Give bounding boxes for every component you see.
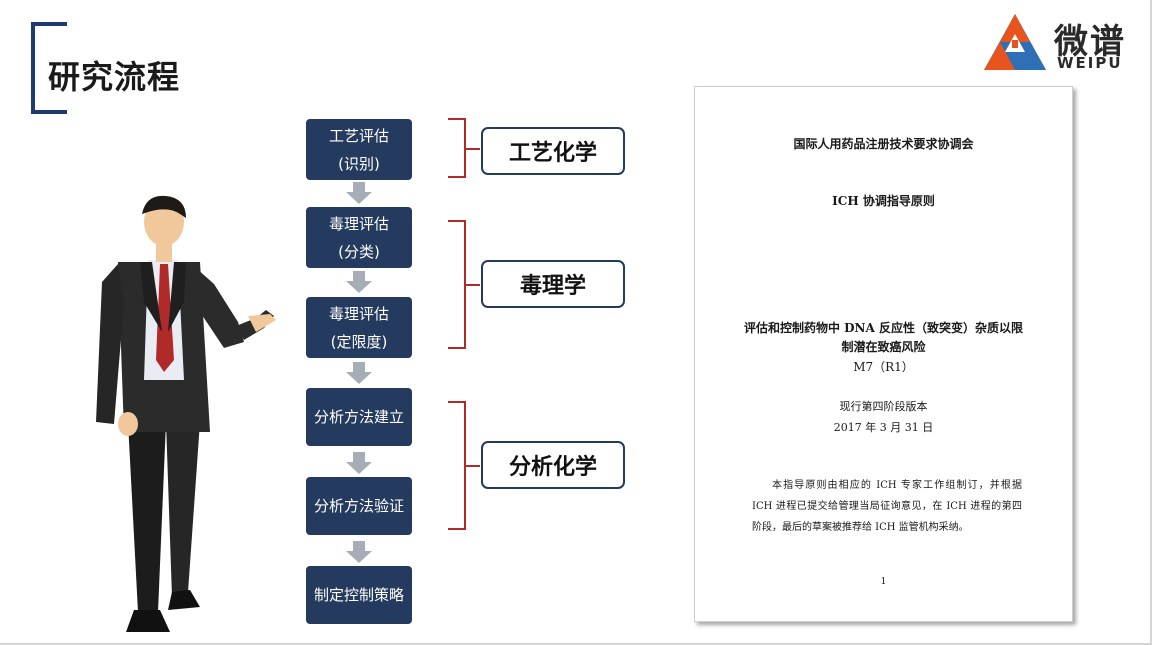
doc-code: M7（R1） <box>853 360 914 374</box>
doc-body: 本指导原则由相应的 ICH 专家工作组制订，并根据 ICH 进程已提交给管理当局… <box>752 480 1022 533</box>
logo-name: 微谱 <box>1054 22 1126 62</box>
doc-guideline: ICH 协调指导原则 <box>832 194 935 208</box>
step-sublabel: (识别) <box>338 154 380 173</box>
down-arrow-icon <box>346 362 372 384</box>
step-sublabel: (分类) <box>338 242 380 261</box>
logo-sub: WEIPU <box>1057 54 1123 72</box>
doc-version: 现行第四阶段版本 <box>839 400 928 413</box>
page-title: 研究流程 <box>48 58 181 96</box>
category-toxicology: 毒理学 <box>481 260 625 308</box>
businessman-illustration <box>96 195 276 632</box>
step-label: 毒理评估 <box>328 214 389 233</box>
category-process-chemistry: 工艺化学 <box>481 127 625 175</box>
step-control-strategy: 制定控制策略 <box>306 566 412 624</box>
step-label: 制定控制策略 <box>313 586 404 604</box>
bracket-tip <box>466 148 480 150</box>
down-arrow-icon <box>346 452 372 474</box>
step-sublabel: (定限度) <box>330 332 388 351</box>
step-method-development: 分析方法建立 <box>306 388 412 446</box>
step-label: 分析方法建立 <box>313 408 404 426</box>
ich-document-page: 国际人用药品注册技术要求协调会 ICH 协调指导原则 评估和控制药物中 DNA … <box>694 86 1073 622</box>
step-label: 分析方法验证 <box>313 497 404 515</box>
step-label: 工艺评估 <box>328 126 389 145</box>
bracket-tip <box>466 284 480 286</box>
step-label: 毒理评估 <box>328 304 389 323</box>
down-arrow-icon <box>346 541 372 563</box>
step-tox-limit: 毒理评估 (定限度) <box>306 297 412 358</box>
step-method-validation: 分析方法验证 <box>306 477 412 535</box>
title-bracket <box>31 22 67 114</box>
bracket-tip <box>466 465 480 467</box>
down-arrow-icon <box>346 182 372 204</box>
bracket-process <box>448 118 466 178</box>
step-tox-classification: 毒理评估 (分类) <box>306 207 412 268</box>
doc-org: 国际人用药品注册技术要求协调会 <box>793 137 974 151</box>
step-process-evaluation: 工艺评估 (识别) <box>306 119 412 180</box>
bracket-toxicology <box>448 220 466 349</box>
weipu-logo-icon <box>984 14 1046 70</box>
bracket-analytical <box>448 401 466 530</box>
doc-title-line2: 制潜在致癌风险 <box>841 340 926 354</box>
down-arrow-icon <box>346 271 372 293</box>
category-analytical-chemistry: 分析化学 <box>481 441 625 489</box>
doc-page-number: 1 <box>880 577 887 587</box>
doc-date: 2017 年 3 月 31 日 <box>833 421 934 434</box>
doc-title-line1: 评估和控制药物中 DNA 反应性（致突变）杂质以限 <box>743 321 1024 335</box>
